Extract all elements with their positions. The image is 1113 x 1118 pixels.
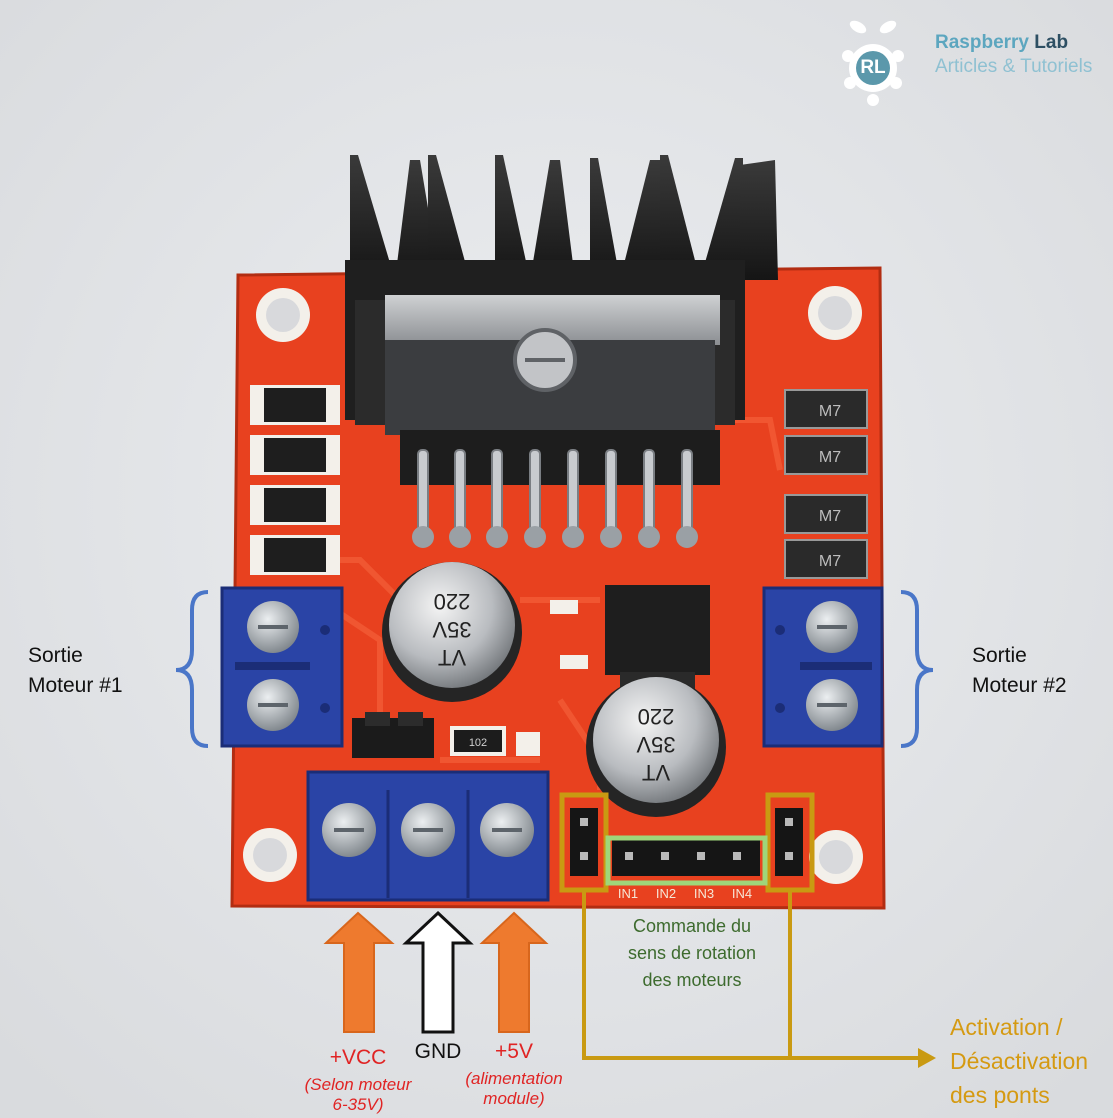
header-pins: IN1 IN2 IN3 IN4: [570, 808, 803, 901]
motor-2-label: Sortie Moteur #2: [972, 641, 1067, 701]
motor-1-terminal: [220, 586, 344, 748]
logo-tagline: Articles & Tutoriels: [935, 56, 1093, 77]
mounting-hole: [256, 288, 310, 342]
svg-text:35V: 35V: [432, 617, 471, 642]
activation-label-line2: Désactivation: [950, 1048, 1089, 1074]
capacitor-1: VT 35V 220: [382, 562, 522, 702]
logo-brand-part1: Raspberry: [935, 32, 1029, 53]
v5-arrow: [479, 911, 549, 1033]
enable-connector-lines: [582, 890, 922, 1060]
vcc-label: +VCC: [329, 1046, 387, 1069]
motor-2-terminal: [762, 586, 884, 748]
mounting-hole: [243, 828, 297, 882]
motor-2-label-line2: Moteur #2: [972, 674, 1067, 697]
diode-marking: M7: [819, 403, 841, 420]
diode-array-right: M7 M7 M7 M7: [784, 389, 868, 579]
vcc-arrow: [323, 911, 395, 1033]
logo-initials: RL: [860, 57, 886, 78]
activation-label-line1: Activation /: [950, 1014, 1063, 1040]
capacitor-2: VT 35V 220: [586, 677, 726, 817]
raspberry-logo-icon: [842, 20, 904, 106]
svg-text:VT: VT: [438, 645, 466, 670]
power-terminal: [306, 770, 550, 902]
diode-marking: M7: [819, 508, 841, 525]
svg-text:102: 102: [469, 737, 487, 749]
diode-marking: M7: [819, 553, 841, 570]
enable-arrow-head: [918, 1048, 936, 1068]
v5-label: +5V: [495, 1040, 533, 1063]
logo-brand-part2: Lab: [1034, 32, 1069, 53]
svg-text:IN2: IN2: [656, 886, 676, 901]
vcc-note-line1: (Selon moteur: [304, 1075, 412, 1094]
motor-2-brace: [900, 590, 934, 748]
command-pins-highlight: [605, 835, 768, 886]
activation-label-line3: des ponts: [950, 1082, 1050, 1108]
vcc-note: (Selon moteur 6-35V): [288, 1075, 428, 1115]
command-label-line2: sens de rotation: [627, 943, 757, 963]
svg-text:220: 220: [638, 704, 675, 729]
activation-label: Activation / Désactivation des ponts: [950, 1010, 1088, 1112]
command-label-line3: des moteurs: [642, 970, 742, 990]
motor-1-label-line2: Moteur #1: [28, 674, 123, 697]
gnd-label: GND: [414, 1040, 462, 1063]
motor-1-label: Sortie Moteur #1: [28, 641, 123, 701]
diode-marking: M7: [819, 449, 841, 466]
motor-1-label-line1: Sortie: [28, 644, 83, 667]
jumper-5v-enable: [352, 712, 434, 758]
resistor: 102: [450, 726, 540, 756]
l298n-driver-chip: [385, 295, 720, 548]
motor-2-label-line1: Sortie: [972, 644, 1027, 667]
logo-brand: Raspberry Lab Articles & Tutoriels: [935, 30, 1092, 80]
svg-text:35V: 35V: [636, 732, 675, 757]
mounting-hole: [808, 286, 862, 340]
svg-text:IN1: IN1: [618, 886, 638, 901]
motor-1-brace: [175, 590, 209, 748]
v5-note-line2: module): [483, 1089, 545, 1108]
v5-note-line1: (alimentation: [465, 1069, 563, 1088]
svg-text:220: 220: [434, 589, 471, 614]
v5-note: (alimentation module): [444, 1069, 584, 1109]
svg-text:IN4: IN4: [732, 886, 752, 901]
svg-text:IN3: IN3: [694, 886, 714, 901]
svg-text:VT: VT: [642, 760, 670, 785]
command-label: Commande du sens de rotation des moteurs: [592, 913, 792, 994]
vcc-note-line2: 6-35V): [332, 1095, 384, 1114]
command-label-line1: Commande du: [632, 916, 752, 936]
diode-array-left: [250, 385, 340, 575]
mounting-hole: [809, 830, 863, 884]
gnd-arrow: [402, 910, 474, 1034]
